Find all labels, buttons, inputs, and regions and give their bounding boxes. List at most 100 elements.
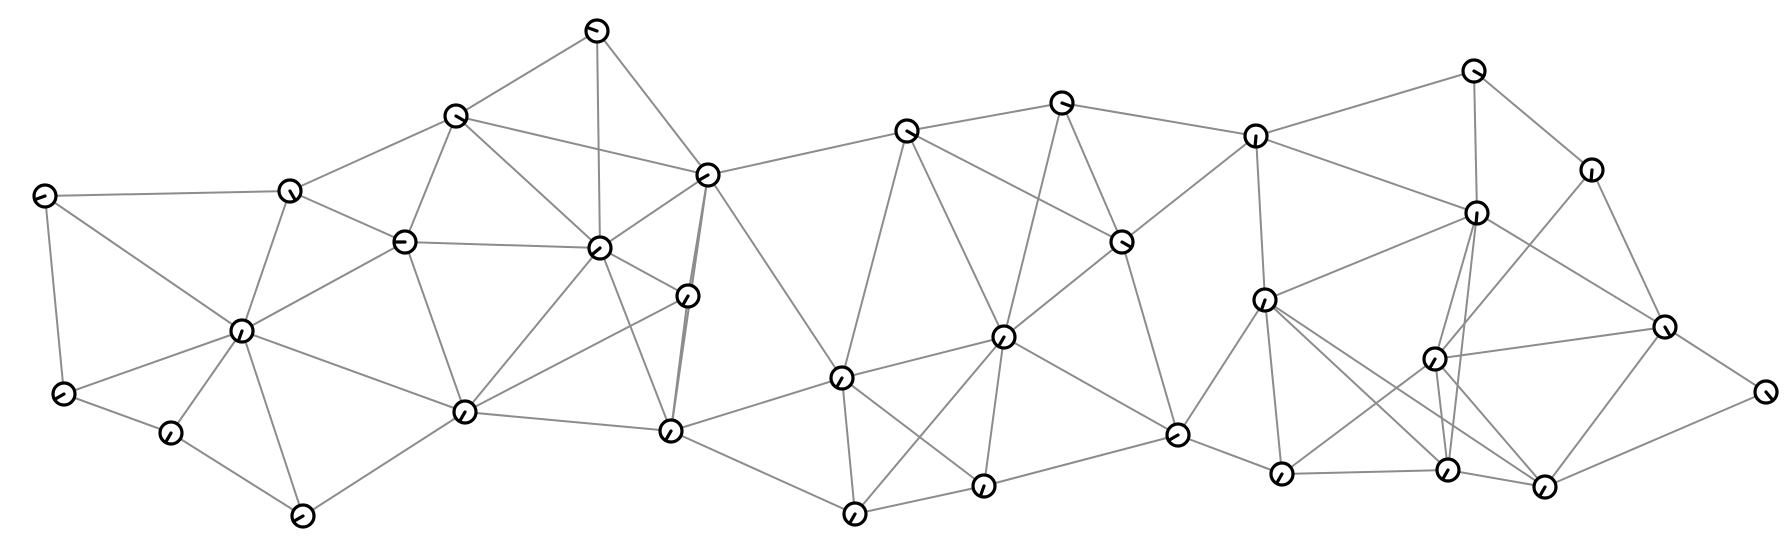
graph-node [1753, 379, 1779, 405]
graph-edge [599, 247, 672, 432]
graph-edge [670, 430, 856, 515]
node-tick [1259, 298, 1267, 311]
node-tick [905, 129, 918, 138]
graph-edge [983, 434, 1179, 487]
graph-edge [841, 377, 856, 515]
graph-node [584, 18, 610, 44]
node-tick [1663, 325, 1672, 338]
graph-edge [1264, 212, 1478, 301]
node-tick [33, 194, 47, 201]
graph-node [229, 318, 255, 344]
graph-edge [1121, 135, 1257, 243]
graph-edge [455, 30, 598, 117]
graph-edge [1434, 358, 1449, 471]
graph-edge [289, 190, 406, 243]
graph-edge [1281, 358, 1436, 475]
graph-edge [63, 330, 243, 395]
graph-edge [707, 130, 908, 176]
graph-edge [707, 174, 843, 379]
graph-edge [1473, 70, 1478, 214]
graph-edge [44, 195, 243, 332]
graph-edge [596, 30, 709, 176]
graph-edge [170, 432, 304, 517]
graph-edge [1255, 70, 1475, 137]
graph-edge [289, 115, 457, 192]
graph-edge [1447, 469, 1546, 488]
graph-node [1165, 422, 1191, 448]
graph-node [1049, 90, 1075, 116]
graph-node [1652, 314, 1678, 340]
graph-edge [983, 336, 1005, 487]
graph-edge [1121, 241, 1179, 436]
graph-node [1461, 58, 1487, 84]
node-tick [292, 514, 305, 523]
graph-node [971, 473, 997, 499]
node-tick [1120, 240, 1133, 249]
node-tick [1764, 390, 1775, 402]
node-tick [454, 114, 467, 123]
graph-edge [1003, 241, 1123, 338]
graph-node [1532, 474, 1558, 500]
graph-edge [1061, 102, 1123, 243]
graph-node [392, 229, 418, 255]
graph-edge [1255, 135, 1478, 214]
graph-node [277, 178, 303, 204]
graph-edge [1473, 70, 1593, 171]
graph-edge [1434, 358, 1546, 488]
node-tick [1428, 357, 1437, 370]
graph-node [1579, 157, 1605, 183]
graph-edge [1447, 212, 1478, 471]
graph-edge [1264, 299, 1283, 475]
graph-edge [1664, 326, 1767, 393]
graph-edge [670, 377, 843, 432]
graph-edge [464, 411, 672, 432]
graph-edge [1264, 299, 1546, 488]
graph-node [443, 103, 469, 129]
graph-edge [599, 247, 689, 297]
graph-edge [170, 330, 243, 434]
graph-node [675, 283, 701, 309]
graph-edge [854, 485, 985, 515]
graph-node [290, 503, 316, 529]
graph-node [842, 501, 868, 527]
graph-node [829, 365, 855, 391]
graph-edge [44, 190, 291, 197]
graph-node [452, 399, 478, 425]
graph-edge [1281, 469, 1449, 475]
graph-edge [1591, 169, 1666, 328]
graph-node [1422, 346, 1448, 372]
graph-edge [241, 330, 466, 413]
graph-edge [464, 295, 689, 413]
graph-edge [841, 130, 908, 379]
graph-edge [906, 130, 1005, 338]
node-tick [53, 392, 66, 401]
graph-edge [1255, 135, 1266, 301]
graph-edge [906, 130, 1123, 243]
graph-edge [854, 336, 1005, 515]
graph-node [32, 183, 58, 209]
node-tick [1253, 134, 1258, 148]
node-tick [1275, 472, 1284, 485]
node-tick [1167, 433, 1180, 442]
graph-node [1464, 200, 1490, 226]
node-tick [237, 329, 244, 342]
graph-edge [1003, 102, 1063, 338]
graph-node [587, 235, 613, 261]
node-tick [1474, 211, 1479, 225]
graph-edge [241, 330, 304, 517]
node-tick [1060, 101, 1074, 109]
graph-edge [44, 195, 65, 395]
graph-edge [1434, 169, 1593, 360]
graph-node [1109, 229, 1135, 255]
graph-node [894, 118, 920, 144]
graph-node [1243, 123, 1269, 149]
graph-node [158, 420, 184, 446]
node-tick [664, 429, 673, 442]
graph-edge [1177, 434, 1283, 475]
node-tick [458, 410, 467, 423]
graph-edge [302, 411, 466, 517]
graph-edge [404, 241, 466, 413]
node-tick [1441, 468, 1450, 481]
graph-edge [841, 377, 985, 487]
